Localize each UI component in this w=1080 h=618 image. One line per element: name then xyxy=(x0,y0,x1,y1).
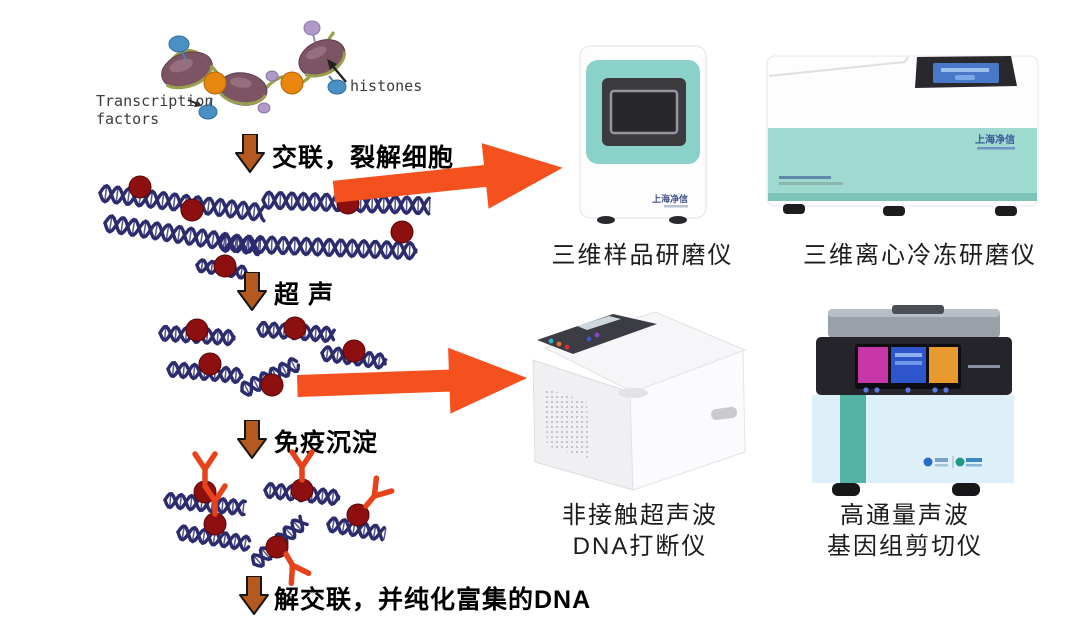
down-arrow-icon xyxy=(235,134,265,173)
instrument-label: 非接触超声波 DNA打断仪 xyxy=(562,502,718,560)
antibody-icon xyxy=(363,475,395,509)
pointer-arrow-to-shearers xyxy=(296,347,528,414)
histones-pointer-arrow xyxy=(327,59,347,83)
bound-protein-dots xyxy=(193,478,370,559)
brand-subtext-block xyxy=(977,147,1015,150)
instrument-3d-sample-grinder: 上海净信 xyxy=(579,45,707,224)
antibody-icon xyxy=(283,551,312,586)
transcription-factors-pointer-arrow xyxy=(187,99,202,107)
dna-helix xyxy=(218,233,418,261)
vent-grille xyxy=(545,388,589,458)
touchscreen-panel-left xyxy=(858,347,888,383)
brand-logo: 上海净信 xyxy=(975,133,1015,146)
immunoprecipitation-illustration xyxy=(163,449,395,586)
instrument-label: 三维离心冷冻研磨仪 xyxy=(803,242,1037,269)
instrument-label: 高通量声波 基因组剪切仪 xyxy=(827,502,983,560)
step-label-sonication: 超 声 xyxy=(274,281,334,309)
brand-logo: 上海净信 xyxy=(652,193,688,204)
model-text-block xyxy=(779,182,843,185)
control-screen xyxy=(577,316,621,330)
chromatin-illustration xyxy=(161,20,347,120)
foot xyxy=(783,204,805,214)
model-text-block xyxy=(968,365,1000,368)
down-arrow-icon xyxy=(237,420,267,459)
nucleosome-icon xyxy=(218,72,268,106)
histones-label: histones xyxy=(350,77,423,95)
instrument-label: 三维样品研磨仪 xyxy=(551,242,734,269)
control-buttons xyxy=(548,332,600,350)
pointer-arrow-to-grinders xyxy=(332,143,563,209)
nucleosome-icon xyxy=(161,51,214,90)
control-icons xyxy=(863,387,949,393)
foot xyxy=(883,206,905,216)
brand-subtext-block xyxy=(664,205,688,208)
bound-protein-dots xyxy=(185,316,366,397)
instrument-3d-cryo-grinder: 上海净信 xyxy=(766,55,1039,216)
sheared-dna-illustration xyxy=(158,316,388,397)
histone-tail-icon xyxy=(257,20,321,114)
antibody-icon xyxy=(192,451,218,485)
lower-panel xyxy=(768,128,1037,198)
crosslinked-dna-illustration xyxy=(98,175,431,280)
lid-handle xyxy=(618,388,648,398)
step-label-crosslink: 交联，裂解细胞 xyxy=(272,144,455,172)
step-label-purify-dna: 解交联，并纯化富集的DNA xyxy=(274,586,592,614)
down-arrow-icon xyxy=(237,272,267,311)
lid-seam xyxy=(768,56,909,77)
antibody-icon xyxy=(289,449,315,483)
down-arrow-icon xyxy=(239,576,269,615)
side-handle-slot xyxy=(711,406,738,421)
brand-logos xyxy=(923,456,982,468)
foot xyxy=(597,216,615,224)
instrument-ultrasonic-dna-shearer xyxy=(532,311,747,491)
teal-stripe xyxy=(840,395,866,483)
antibody-icon xyxy=(202,483,228,517)
foot xyxy=(995,206,1017,216)
transcription-factor-icon xyxy=(168,35,347,120)
model-text-block xyxy=(779,176,831,179)
foot xyxy=(669,216,687,224)
touchscreen-panel-right xyxy=(929,347,958,383)
linker-protein-icon xyxy=(203,71,227,95)
foot xyxy=(952,483,980,496)
transcription-factors-label: Transcription factors xyxy=(96,92,214,128)
lid-slot xyxy=(892,305,944,314)
instrument-acoustic-genome-shearer xyxy=(812,305,1014,496)
foot xyxy=(832,483,860,496)
linker-protein-icon xyxy=(280,71,304,95)
